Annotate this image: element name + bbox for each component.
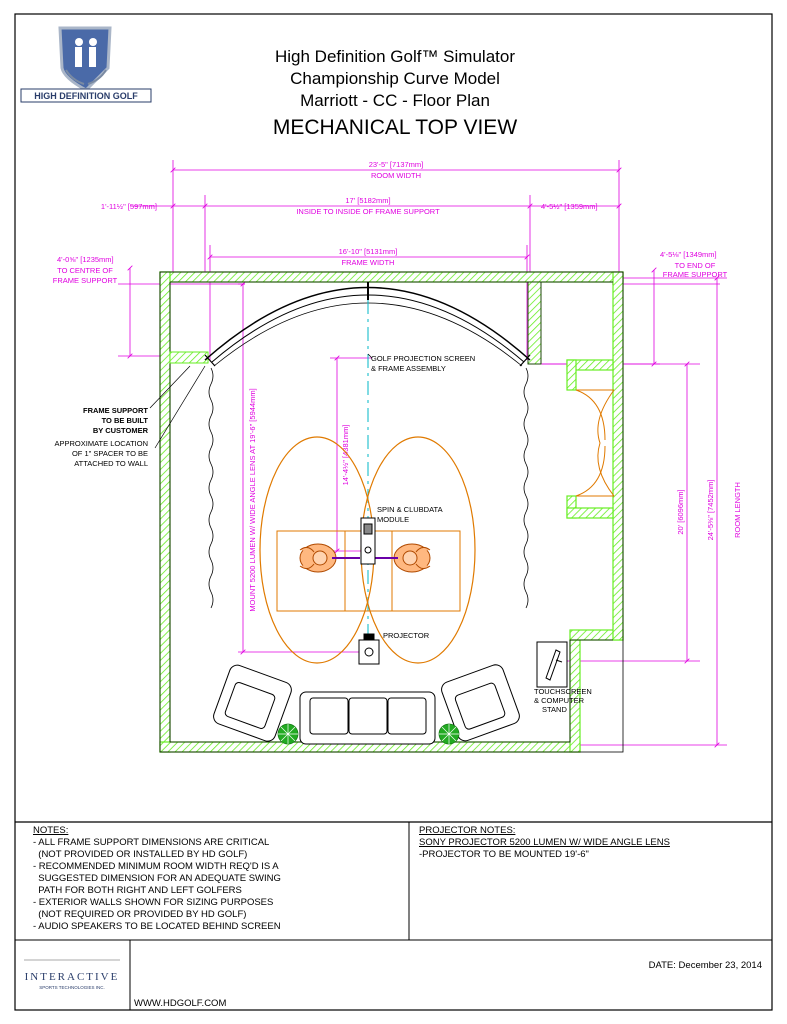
title-line-2: Championship Curve Model <box>290 69 500 88</box>
date-text: DATE: December 23, 2014 <box>649 960 762 971</box>
frame-width-label: FRAME WIDTH <box>342 258 395 267</box>
golfer-left-icon <box>299 543 360 573</box>
plant-right-icon <box>438 723 460 745</box>
notes-block: NOTES: - ALL FRAME SUPPORT DIMENSIONS AR… <box>33 825 403 933</box>
logo-text: HIGH DEFINITION GOLF <box>34 91 138 101</box>
door <box>575 389 615 497</box>
projector-label: PROJECTOR <box>383 631 430 640</box>
spacer-label-2: OF 1" SPACER TO BE <box>72 449 148 458</box>
projector-icon <box>358 633 380 665</box>
projector-notes-block: PROJECTOR NOTES: SONY PROJECTOR 5200 LUM… <box>419 825 764 861</box>
inside-width-dim: 17' [5182mm] <box>345 196 390 205</box>
frame-width-dim: 16'-10" [5131mm] <box>339 247 398 256</box>
projector-notes-line-2: -PROJECTOR TO BE MOUNTED 19'-6" <box>419 849 589 860</box>
company-name: INTERACTIVE <box>25 971 120 983</box>
interactive-sports-logo: INTERACTIVE SPORTS TECHNOLOGIES INC. <box>24 959 120 990</box>
screen-to-tee-dim: 14'-4½" [4381mm] <box>341 425 350 486</box>
dimension-text: 23'-5" [7137mm] ROOM WIDTH 1'-11½" [597m… <box>53 160 742 612</box>
right-offset-dim: 4'-5½" [1359mm] <box>541 202 598 211</box>
projector-notes-heading: PROJECTOR NOTES: <box>419 825 516 836</box>
note-line: - RECOMMENDED MINIMUM ROOM WIDTH REQ'D I… <box>33 861 279 872</box>
frame-supports <box>169 281 542 365</box>
website-text: WWW.HDGOLF.COM <box>134 998 226 1009</box>
room-length-dim: 24'-5⅜" [7452mm] <box>706 480 715 541</box>
frame-support-label-2: TO BE BUILT <box>102 416 149 425</box>
projector-notes-line-1: SONY PROJECTOR 5200 LUMEN W/ WIDE ANGLE … <box>419 837 670 848</box>
spin-module-icon <box>360 517 376 565</box>
spacer-label-1: APPROXIMATE LOCATION <box>55 439 149 448</box>
sofa <box>299 691 436 745</box>
frame-support-label-3: BY CUSTOMER <box>93 426 149 435</box>
golfer-right-icon <box>375 543 431 573</box>
screen-label-1: GOLF PROJECTION SCREEN <box>371 354 475 363</box>
note-line: (NOT PROVIDED OR INSTALLED BY HD GOLF) <box>33 849 248 860</box>
title-main: MECHANICAL TOP VIEW <box>273 116 517 139</box>
room-width-label: ROOM WIDTH <box>371 171 421 180</box>
title-line-3: Marriott - CC - Floor Plan <box>300 91 490 110</box>
mount-label: MOUNT 5200 LUMEN W/ WIDE ANGLE LENS AT 1… <box>248 388 257 611</box>
left-offset-dim: 1'-11½" [597mm] <box>101 202 157 211</box>
touchscreen-stand-icon <box>536 641 568 688</box>
touchscreen-label-1: TOUCHSCREEN <box>534 687 592 696</box>
left-centre-label-2: FRAME SUPPORT <box>53 276 118 285</box>
plant-left-icon <box>277 723 299 745</box>
inside-width-label: INSIDE TO INSIDE OF FRAME SUPPORT <box>296 207 440 216</box>
spin-label-1: SPIN & CLUBDATA <box>377 505 443 514</box>
right-end-label-1: TO END OF <box>675 261 716 270</box>
screen-label-2: & FRAME ASSEMBLY <box>371 364 446 373</box>
note-line: (NOT REQUIRED OR PROVIDED BY HD GOLF) <box>33 909 247 920</box>
armchair-right <box>441 664 520 742</box>
spin-label-2: MODULE <box>377 515 409 524</box>
company-sub: SPORTS TECHNOLOGIES INC. <box>39 985 105 990</box>
notes-heading: NOTES: <box>33 825 69 836</box>
note-line: - ALL FRAME SUPPORT DIMENSIONS ARE CRITI… <box>33 837 270 848</box>
title-line-1: High Definition Golf™ Simulator <box>275 47 515 66</box>
note-line: - EXTERIOR WALLS SHOWN FOR SIZING PURPOS… <box>33 897 274 908</box>
note-line: SUGGESTED DIMENSION FOR AN ADEQUATE SWIN… <box>33 873 281 884</box>
note-line: PATH FOR BOTH RIGHT AND LEFT GOLFERS <box>33 885 242 896</box>
spacer-label-3: ATTACHED TO WALL <box>74 459 148 468</box>
side-curtains <box>208 367 529 609</box>
room-length-label: ROOM LENGTH <box>733 482 742 538</box>
left-centre-dim: 4'-0⅝" [1235mm] <box>57 255 114 264</box>
frame-support-label-1: FRAME SUPPORT <box>83 406 148 415</box>
left-centre-label-1: TO CENTRE OF <box>57 266 113 275</box>
screen-frame-assembly <box>204 282 531 367</box>
hd-golf-logo: HIGH DEFINITION GOLF <box>17 17 157 109</box>
note-line: - AUDIO SPEAKERS TO BE LOCATED BEHIND SC… <box>33 921 281 932</box>
touchscreen-label-2: & COMPUTER <box>534 696 585 705</box>
plan-labels: GOLF PROJECTION SCREEN & FRAME ASSEMBLY … <box>55 354 592 714</box>
sheet-border <box>14 13 773 1011</box>
leader-lines <box>149 353 373 449</box>
right-end-dim: 4'-5⅛" [1349mm] <box>660 250 717 259</box>
touchscreen-label-3: STAND <box>542 705 567 714</box>
right-end-label-2: FRAME SUPPORT <box>663 270 728 279</box>
armchair-left <box>213 664 292 742</box>
inner-length-dim: 20' [6096mm] <box>676 489 685 534</box>
room-width-dim: 23'-5" [7137mm] <box>369 160 424 169</box>
